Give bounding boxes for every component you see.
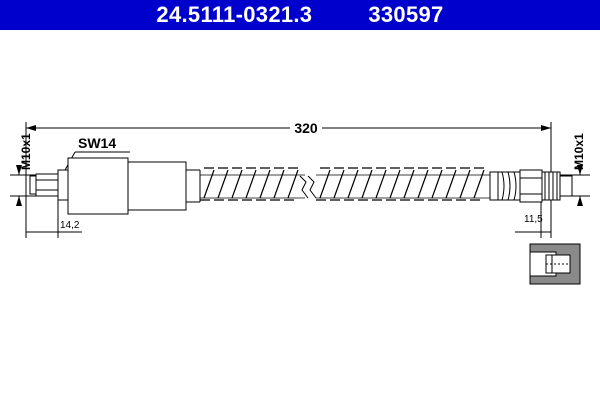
wrench-size-label: SW14	[78, 135, 116, 151]
length-dimension	[25, 122, 552, 238]
hose-spring-right	[316, 167, 490, 201]
part-number: 24.5111-0321.3	[156, 2, 313, 27]
right-thread-label: M10x1	[572, 133, 586, 170]
right-fitting	[489, 169, 573, 203]
reference-number: 330597	[368, 2, 444, 27]
hose-break-symbol	[299, 175, 317, 199]
left-thread-label: M10x1	[19, 133, 33, 170]
title-bar: 24.5111-0321.3 330597	[0, 0, 600, 30]
left-offset-label: 14,2	[60, 220, 80, 231]
right-offset-dimension	[515, 198, 551, 238]
left-offset-dimension	[26, 196, 82, 238]
length-label: 320	[294, 120, 318, 136]
left-thread-dimension	[10, 165, 40, 206]
hose-spring-left	[200, 167, 305, 201]
left-fitting	[29, 157, 201, 215]
right-offset-label: 11,5	[524, 214, 543, 225]
port-section-detail	[529, 243, 581, 285]
